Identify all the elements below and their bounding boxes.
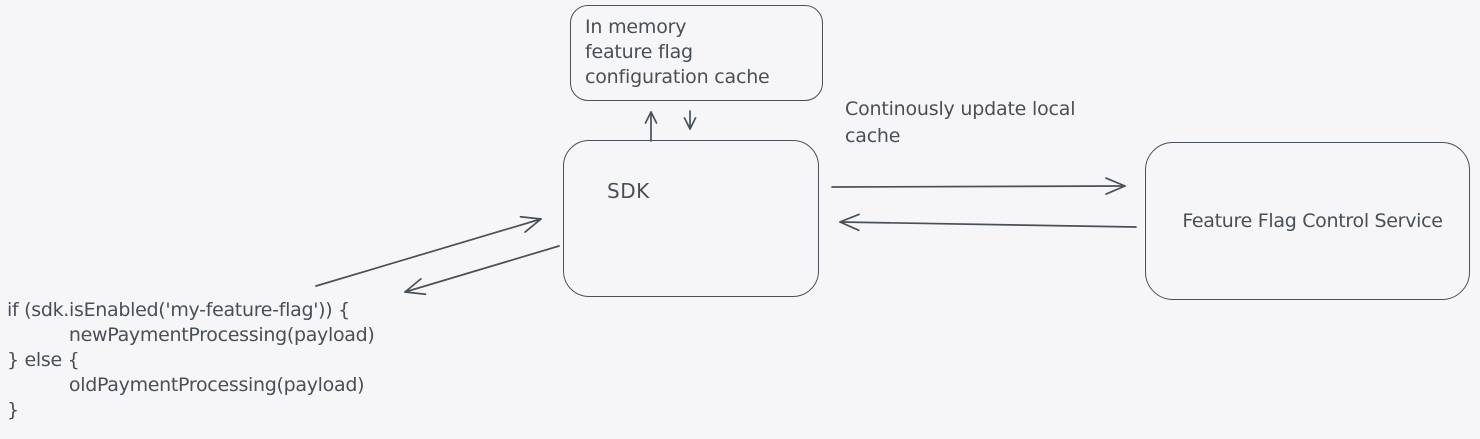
code-line-4: oldPaymentProcessing(payload) [23, 374, 365, 396]
code-line-1: if (sdk.isEnabled('my-feature-flag')) { [7, 299, 350, 321]
code-line-3: } else { [7, 349, 80, 371]
arrow-service-to-sdk[interactable] [839, 213, 1137, 232]
arrow-sdk-to-code[interactable] [404, 245, 560, 296]
cache-label-line-3: configuration cache [585, 66, 770, 88]
service-box-label: Feature Flag Control Service [1182, 210, 1443, 232]
edge-label-line-1: Continously update local [845, 98, 1076, 120]
node-cache-box[interactable]: In memory feature flag configuration cac… [570, 5, 823, 101]
cache-box-label: In memory feature flag configuration cac… [585, 15, 770, 90]
node-service-box[interactable]: Feature Flag Control Service [1145, 142, 1470, 300]
cache-label-line-1: In memory [585, 16, 687, 38]
cache-label-line-2: feature flag [585, 41, 693, 63]
edge-label-line-2: cache [845, 125, 901, 147]
code-line-2: newPaymentProcessing(payload) [23, 324, 375, 346]
arrow-sdk-to-service[interactable] [831, 177, 1126, 195]
node-sdk-box[interactable]: SDK [563, 140, 819, 297]
sdk-box-label: SDK [607, 179, 650, 203]
edge-label-update-cache[interactable]: Continously update local cache [845, 96, 1075, 150]
arrow-code-to-sdk[interactable] [315, 215, 542, 287]
code-snippet[interactable]: if (sdk.isEnabled('my-feature-flag')) { … [7, 298, 375, 423]
code-line-5: } [7, 399, 19, 421]
